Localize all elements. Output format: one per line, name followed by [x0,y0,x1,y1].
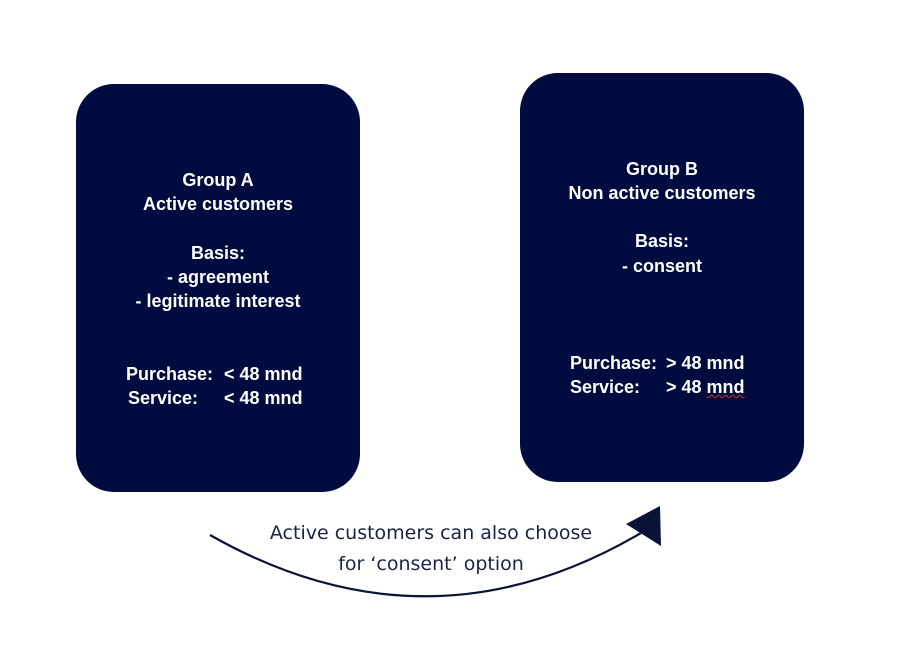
group-b-basis-item: - consent [621,256,702,276]
group-a-basis-label: Basis: [190,243,246,263]
group-a-purchase-label: Purchase: [126,364,214,384]
group-b-service-value: > 48 mnd [666,377,745,397]
group-a-subtitle: Active customers [142,194,294,214]
group-b-basis-label: Basis: [634,231,690,251]
group-b-purchase-label: Purchase: [570,353,658,373]
connector-arrowhead [626,506,661,546]
group-a-basis-item: - agreement [166,267,270,287]
group-b-title: Group B [626,159,698,179]
group-a-title: Group A [182,170,254,190]
group-b-subtitle: Non active customers [568,183,756,203]
caption-line-2: for ‘consent’ option [338,553,524,575]
caption-line-1: Active customers can also choose [269,522,593,544]
connector-curve [209,529,647,598]
group-a-basis-item: - legitimate interest [135,291,301,311]
group-b-service-label: Service: [570,377,641,397]
group-a-service-value: < 48 mnd [224,388,303,408]
group-a-purchase-value: < 48 mnd [224,364,303,384]
group-b-service-unit: mnd [706,377,745,397]
connector-caption: Active customers can also choose for ‘co… [240,518,622,580]
group-a-card: Group A Active customers Basis: - agreem… [76,84,360,492]
group-b-purchase-value: > 48 mnd [666,353,745,373]
group-a-service-label: Service: [128,388,199,408]
group-b-card: Group B Non active customers Basis: - co… [520,73,804,482]
